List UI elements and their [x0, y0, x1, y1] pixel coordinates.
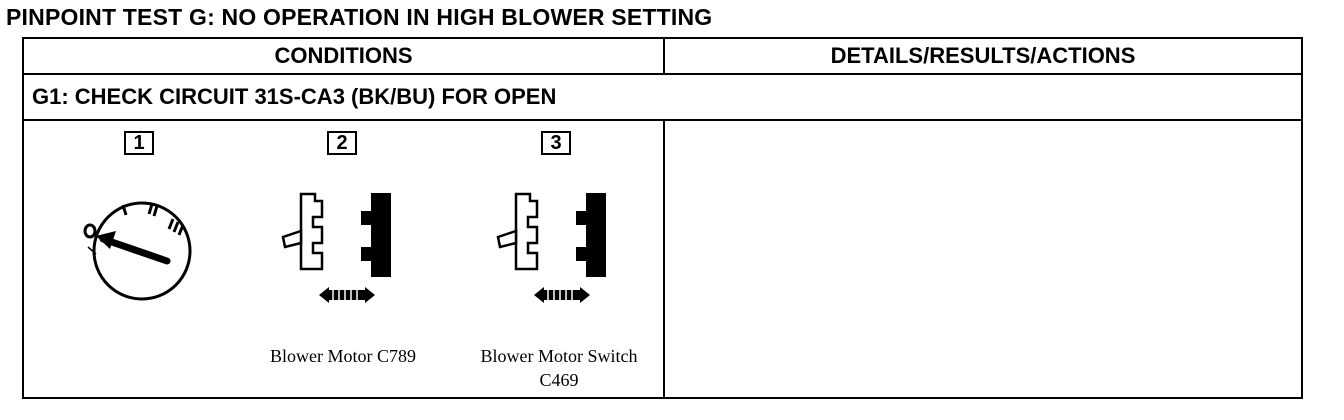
- conditions-header: CONDITIONS: [274, 43, 413, 68]
- caption-blower-motor-c789: Blower Motor C789: [270, 346, 416, 366]
- illustration-3: 3 Blower Motor Switch C469: [459, 121, 659, 397]
- disconnect-connector-icon: [496, 192, 606, 303]
- conditions-cell: 1 2: [24, 121, 663, 397]
- column-divider: [663, 121, 665, 397]
- step-number-2: 2: [327, 131, 357, 155]
- illustration-1: 1: [64, 121, 214, 397]
- page-title: PINPOINT TEST G: NO OPERATION IN HIGH BL…: [6, 4, 713, 30]
- illustration-2: 2 Blower Motor C789: [249, 121, 439, 397]
- step-title: G1: CHECK CIRCUIT 31S-CA3 (BK/BU) FOR OP…: [32, 84, 557, 109]
- step-row: G1: CHECK CIRCUIT 31S-CA3 (BK/BU) FOR OP…: [24, 75, 1301, 121]
- step-number-3: 3: [541, 131, 571, 155]
- ignition-switch-off-icon: [83, 201, 192, 301]
- details-header: DETAILS/RESULTS/ACTIONS: [830, 43, 1136, 68]
- column-divider: [663, 39, 665, 75]
- caption-blower-motor-switch: Blower Motor Switch: [480, 346, 638, 366]
- step-number-1: 1: [124, 131, 154, 155]
- procedure-table: CONDITIONS DETAILS/RESULTS/ACTIONS G1: C…: [22, 37, 1303, 399]
- table-header-row: CONDITIONS DETAILS/RESULTS/ACTIONS: [24, 39, 1301, 75]
- disconnect-connector-icon: [281, 192, 391, 303]
- details-cell: [665, 121, 1301, 397]
- caption-c469: C469: [539, 370, 579, 390]
